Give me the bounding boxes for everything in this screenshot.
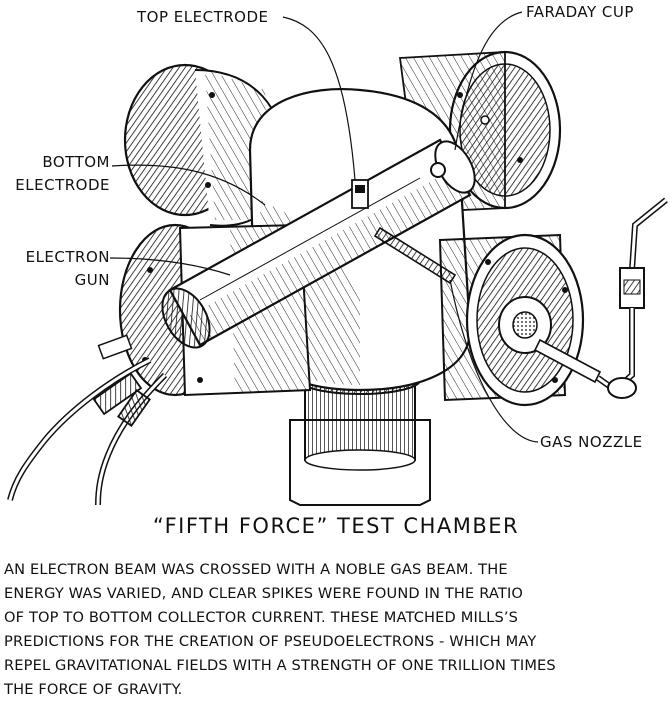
caption-line: AN ELECTRON BEAM WAS CROSSED WITH A NOBL… [4,561,508,578]
caption-line: OF TOP TO BOTTOM COLLECTOR CURRENT. THES… [4,609,519,626]
figure-caption: AN ELECTRON BEAM WAS CROSSED WITH A NOBL… [4,558,672,702]
gas-nozzle-rod [373,226,602,384]
leader-lines [109,11,539,443]
caption-line: PREDICTIONS FOR THE CREATION OF PSEUDOEL… [4,633,537,650]
electron-gun-tube [161,138,476,349]
top-electrode [351,179,369,209]
figure-title: “FIFTH FORCE” TEST CHAMBER [152,514,520,538]
gas-feed-pipe [596,197,668,399]
caption-line: ENERGY WAS VARIED, AND CLEAR SPIKES WERE… [4,585,524,602]
label-bottom-electrode-line2: ELECTRODE [15,176,110,194]
label-bottom-electrode-line1: BOTTOM [42,153,110,171]
label-electron-gun-line1: ELECTRON [25,248,110,266]
test-chamber-illustration [7,11,668,506]
front-right-flange [438,233,585,407]
label-gas-nozzle: GAS NOZZLE [540,433,643,451]
label-top-electrode: TOP ELECTRODE [137,8,269,26]
caption-line: THE FORCE OF GRAVITY. [4,681,183,698]
label-electron-gun-line2: GUN [74,271,110,289]
label-faraday-cup: FARADAY CUP [526,3,634,21]
gun-cables [7,334,168,506]
pedestal [289,365,431,506]
caption-line: REPEL GRAVITATIONAL FIELDS WITH A STRENG… [4,657,556,674]
